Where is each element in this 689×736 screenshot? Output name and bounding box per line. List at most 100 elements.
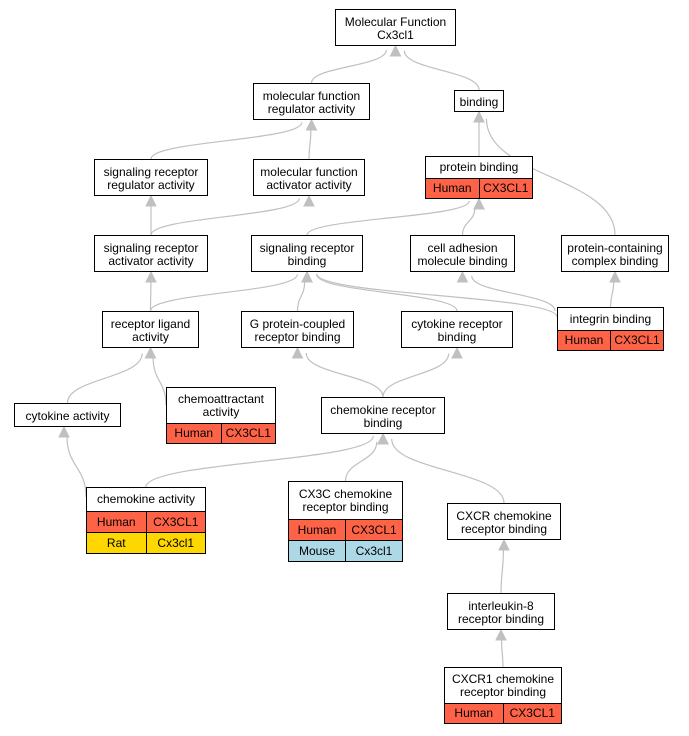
arrowhead-icon (145, 270, 157, 283)
node-label: receptor ligand activity (110, 316, 191, 344)
node-sig-rec-regulator[interactable]: signaling receptor regulator activity (94, 159, 208, 196)
species-label: Human (96, 514, 136, 529)
edge-integrin-binding-to-sig-rec-binding (316, 273, 558, 318)
node-mf-root[interactable]: Molecular Function Cx3cl1 (335, 9, 456, 46)
node-label: signaling receptor binding (259, 240, 355, 268)
edge-gpcr-binding-to-sig-rec-binding (296, 281, 306, 312)
node-label: cytokine activity (25, 408, 110, 423)
node-sig-rec-activator[interactable]: signaling receptor activator activity (94, 235, 208, 272)
edge-il8-binding-to-cxcr-binding (500, 549, 505, 594)
node-label: chemoattractant activity (177, 391, 265, 419)
node-label: CX3C chemokine receptor binding (298, 486, 393, 514)
gene-label: CX3CL1 (345, 520, 402, 540)
node-label: cytokine receptor binding (411, 316, 503, 344)
node-label: protein-containing complex binding (567, 240, 663, 268)
species-label: Mouse (298, 543, 336, 558)
arrowhead-icon (301, 270, 313, 283)
node-chemokine-receptor[interactable]: chemokine receptor binding (321, 397, 445, 434)
arrowhead-icon (495, 628, 507, 641)
node-label: integrin binding (569, 311, 652, 326)
arrowhead-icon (58, 425, 70, 438)
arrowhead-icon (303, 194, 315, 207)
gene-label: CX3CL1 (502, 704, 562, 723)
edge-integrin-binding-to-protein-complex (609, 281, 615, 308)
arrowhead-icon (473, 110, 485, 123)
arrowhead-icon (305, 118, 318, 131)
edge-chemokine-receptor-to-cytokine-receptor (382, 353, 450, 398)
arrowhead-icon (498, 538, 510, 551)
node-gpcr-binding[interactable]: G protein-coupled receptor binding (241, 311, 354, 348)
node-label: chemokine activity (96, 492, 196, 506)
annotation-row-human: Human CX3CL1 (87, 511, 205, 532)
edge-sig-rec-regulator-to-mf-regulator (150, 122, 303, 160)
node-cytokine-activity[interactable]: cytokine activity (14, 403, 121, 427)
node-label: protein binding (439, 160, 519, 174)
species-label: Rat (106, 535, 126, 550)
edge-sig-rec-activator-to-mf-activator (150, 198, 300, 236)
node-receptor-ligand[interactable]: receptor ligand activity (102, 311, 199, 348)
node-label: molecular function activator activity (260, 164, 358, 192)
edge-binding-to-mf-root (403, 50, 480, 91)
edge-cxcr-binding-to-chemokine-receptor (391, 438, 505, 504)
annotation-row-human: Human CX3CL1 (445, 703, 561, 723)
node-label: CXCR chemokine receptor binding (456, 508, 552, 536)
node-sig-rec-binding[interactable]: signaling receptor binding (251, 235, 363, 272)
node-binding[interactable]: binding (454, 90, 504, 112)
edge-chemokine-activity-to-chemokine-receptor (145, 435, 374, 488)
edge-cytokine-activity-to-receptor-ligand (66, 353, 143, 404)
arrowhead-icon (473, 197, 485, 210)
species-label: Human (432, 181, 472, 195)
arrowhead-icon (377, 432, 389, 445)
edge-chemokine-activity-to-cytokine-activity (66, 436, 87, 498)
arrowhead-icon (456, 270, 469, 283)
node-mf-regulator[interactable]: molecular function regulator activity (253, 83, 370, 120)
arrowhead-icon (389, 44, 402, 57)
annotation-row-human: Human CX3CL1 (167, 423, 275, 443)
gene-label: CX3CL1 (478, 179, 533, 198)
annotation-row-mouse: Mouse Cx3cl1 (289, 540, 402, 561)
gene-label: Cx3cl1 (145, 533, 206, 553)
edge-cx3c-binding-to-chemokine-receptor (344, 441, 378, 482)
node-label: signaling receptor regulator activity (103, 164, 199, 192)
gene-label: Cx3cl1 (345, 541, 402, 561)
arrowhead-icon (609, 270, 621, 283)
edge-protein-complex-to-binding (485, 118, 616, 236)
node-label: CXCR1 chemokine receptor binding (451, 671, 555, 699)
gene-label: CX3CL1 (220, 424, 276, 443)
edge-integrin-binding-to-cell-adhesion (471, 275, 556, 312)
node-label: Molecular Function Cx3cl1 (344, 14, 447, 42)
arrowhead-icon (291, 346, 304, 359)
node-cxcr-binding[interactable]: CXCR chemokine receptor binding (447, 503, 561, 540)
node-cytokine-receptor[interactable]: cytokine receptor binding (401, 311, 513, 348)
edge-mf-regulator-to-mf-root (310, 49, 387, 84)
species-label: Human (174, 426, 214, 440)
gene-label: CX3CL1 (145, 512, 206, 532)
edge-cell-adhesion-to-protein-binding (461, 208, 476, 236)
edge-receptor-ligand-to-sig-rec-binding (149, 274, 298, 312)
node-label: binding (459, 94, 499, 109)
gene-label: CX3CL1 (610, 331, 663, 350)
node-cell-adhesion[interactable]: cell adhesion molecule binding (410, 235, 515, 272)
node-mf-activator[interactable]: molecular function activator activity (253, 159, 365, 196)
arrowhead-icon (145, 194, 157, 207)
edge-mf-activator-to-mf-regulator (308, 129, 312, 160)
edge-sig-rec-binding-to-protein-binding (306, 200, 470, 236)
node-protein-complex[interactable]: protein-containing complex binding (561, 235, 669, 272)
edge-chemokine-receptor-to-gpcr-binding (305, 352, 384, 398)
arrowhead-icon (144, 346, 157, 359)
node-label: chemokine receptor binding (330, 402, 436, 430)
annotation-row-rat: Rat Cx3cl1 (87, 532, 205, 553)
edge-cxcr1-binding-to-il8-binding (500, 639, 504, 668)
species-label: Human (454, 706, 494, 720)
node-il8-binding[interactable]: interleukin-8 receptor binding (447, 593, 555, 630)
